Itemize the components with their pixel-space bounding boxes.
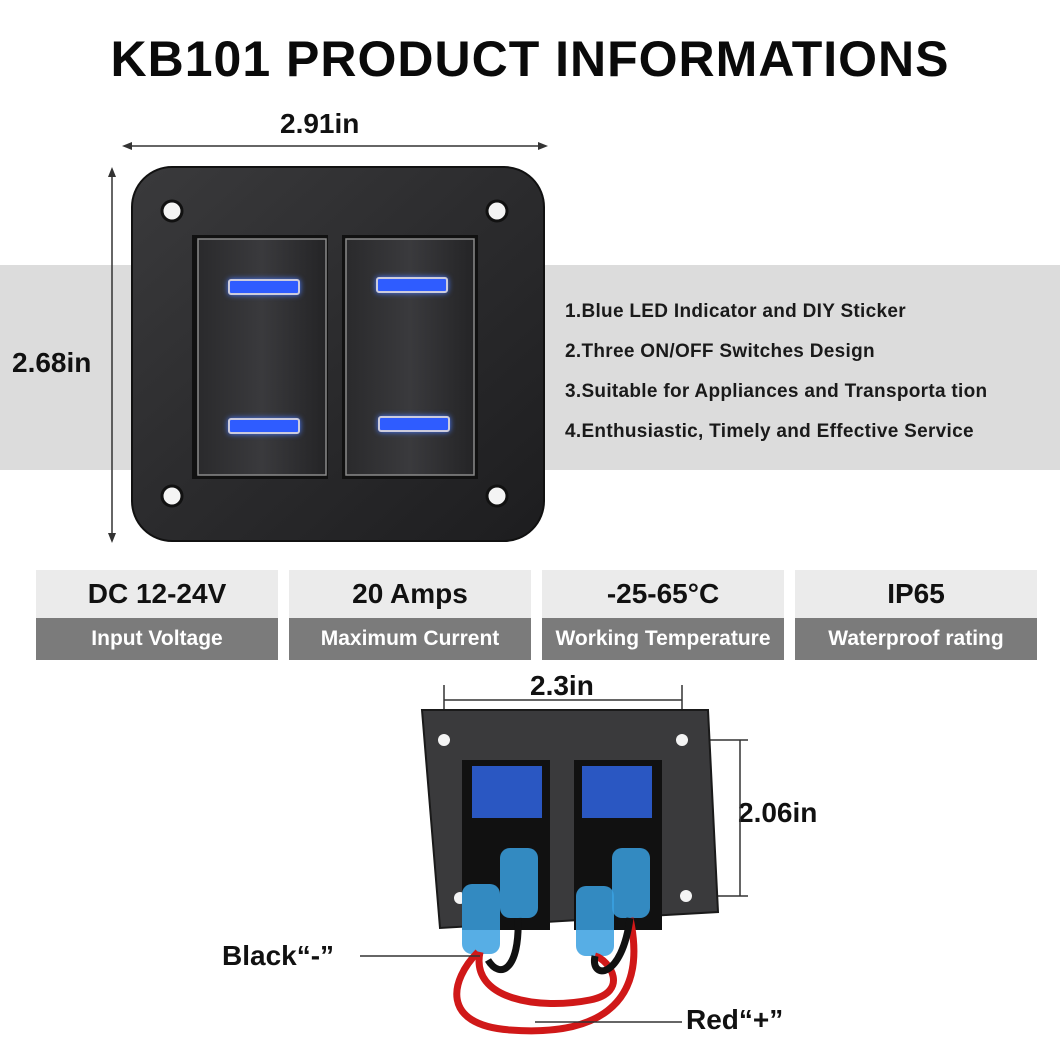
front-width-arrow [122, 142, 548, 150]
front-switch-panel [131, 166, 545, 542]
spec-card-voltage: DC 12-24V Input Voltage [36, 570, 278, 660]
feature-item: 3.Suitable for Appliances and Transporta… [565, 381, 988, 402]
spec-label: Waterproof rating [795, 618, 1037, 660]
spec-label: Maximum Current [289, 618, 531, 660]
back-width-label: 2.3in [530, 670, 594, 701]
front-height-arrow [108, 167, 116, 543]
spec-value: -25-65°C [542, 570, 784, 618]
spec-card-temperature: -25-65°C Working Temperature [542, 570, 784, 660]
front-height-label: 2.68in [12, 347, 92, 378]
front-width-label: 2.91in [280, 108, 360, 139]
spec-card-waterproof: IP65 Waterproof rating [795, 570, 1037, 660]
feature-item: 2.Three ON/OFF Switches Design [565, 341, 875, 362]
page-title: KB101 PRODUCT INFORMATIONS [110, 31, 950, 87]
spec-label: Input Voltage [36, 618, 278, 660]
back-switch-panel [360, 685, 748, 1035]
spec-value: 20 Amps [289, 570, 531, 618]
feature-item: 1.Blue LED Indicator and DIY Sticker [565, 301, 906, 322]
led-indicator [228, 418, 300, 434]
red-wire-label: Red“+” [686, 1004, 784, 1035]
black-wire-label: Black“-” [222, 940, 335, 971]
led-indicator [228, 279, 300, 295]
spec-card-current: 20 Amps Maximum Current [289, 570, 531, 660]
spec-label: Working Temperature [542, 618, 784, 660]
feature-item: 4.Enthusiastic, Timely and Effective Ser… [565, 421, 974, 442]
led-indicator [376, 277, 448, 293]
feature-list: 1.Blue LED Indicator and DIY Sticker 2.T… [565, 300, 1055, 460]
spec-value: IP65 [795, 570, 1037, 618]
back-height-label: 2.06in [738, 797, 818, 828]
led-indicator [378, 416, 450, 432]
spec-value: DC 12-24V [36, 570, 278, 618]
